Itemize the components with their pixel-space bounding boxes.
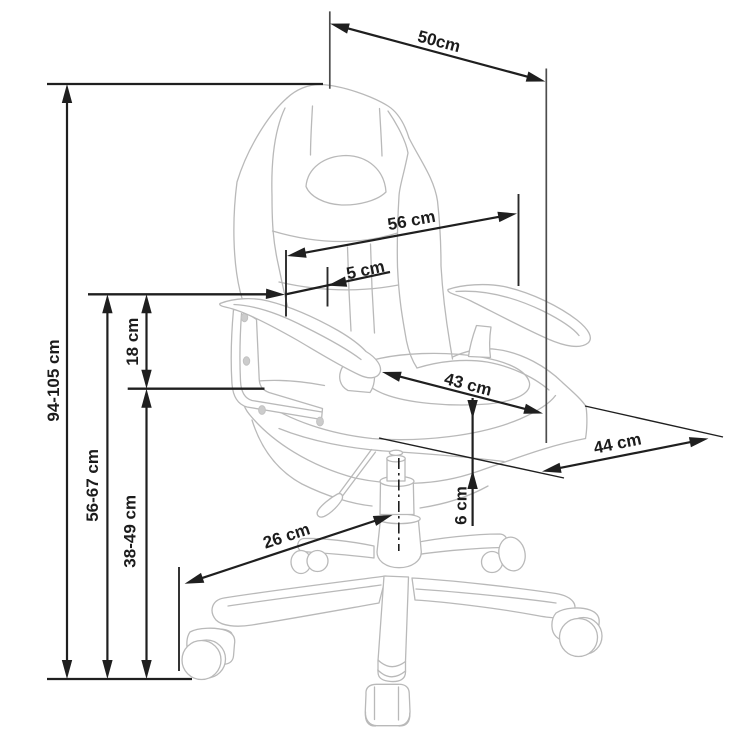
svg-text:56-67 cm: 56-67 cm <box>83 449 102 522</box>
svg-text:6 cm: 6 cm <box>452 486 471 525</box>
svg-text:38-49 cm: 38-49 cm <box>120 495 139 568</box>
svg-text:18 cm: 18 cm <box>123 318 142 366</box>
svg-text:94-105 cm: 94-105 cm <box>44 339 63 421</box>
